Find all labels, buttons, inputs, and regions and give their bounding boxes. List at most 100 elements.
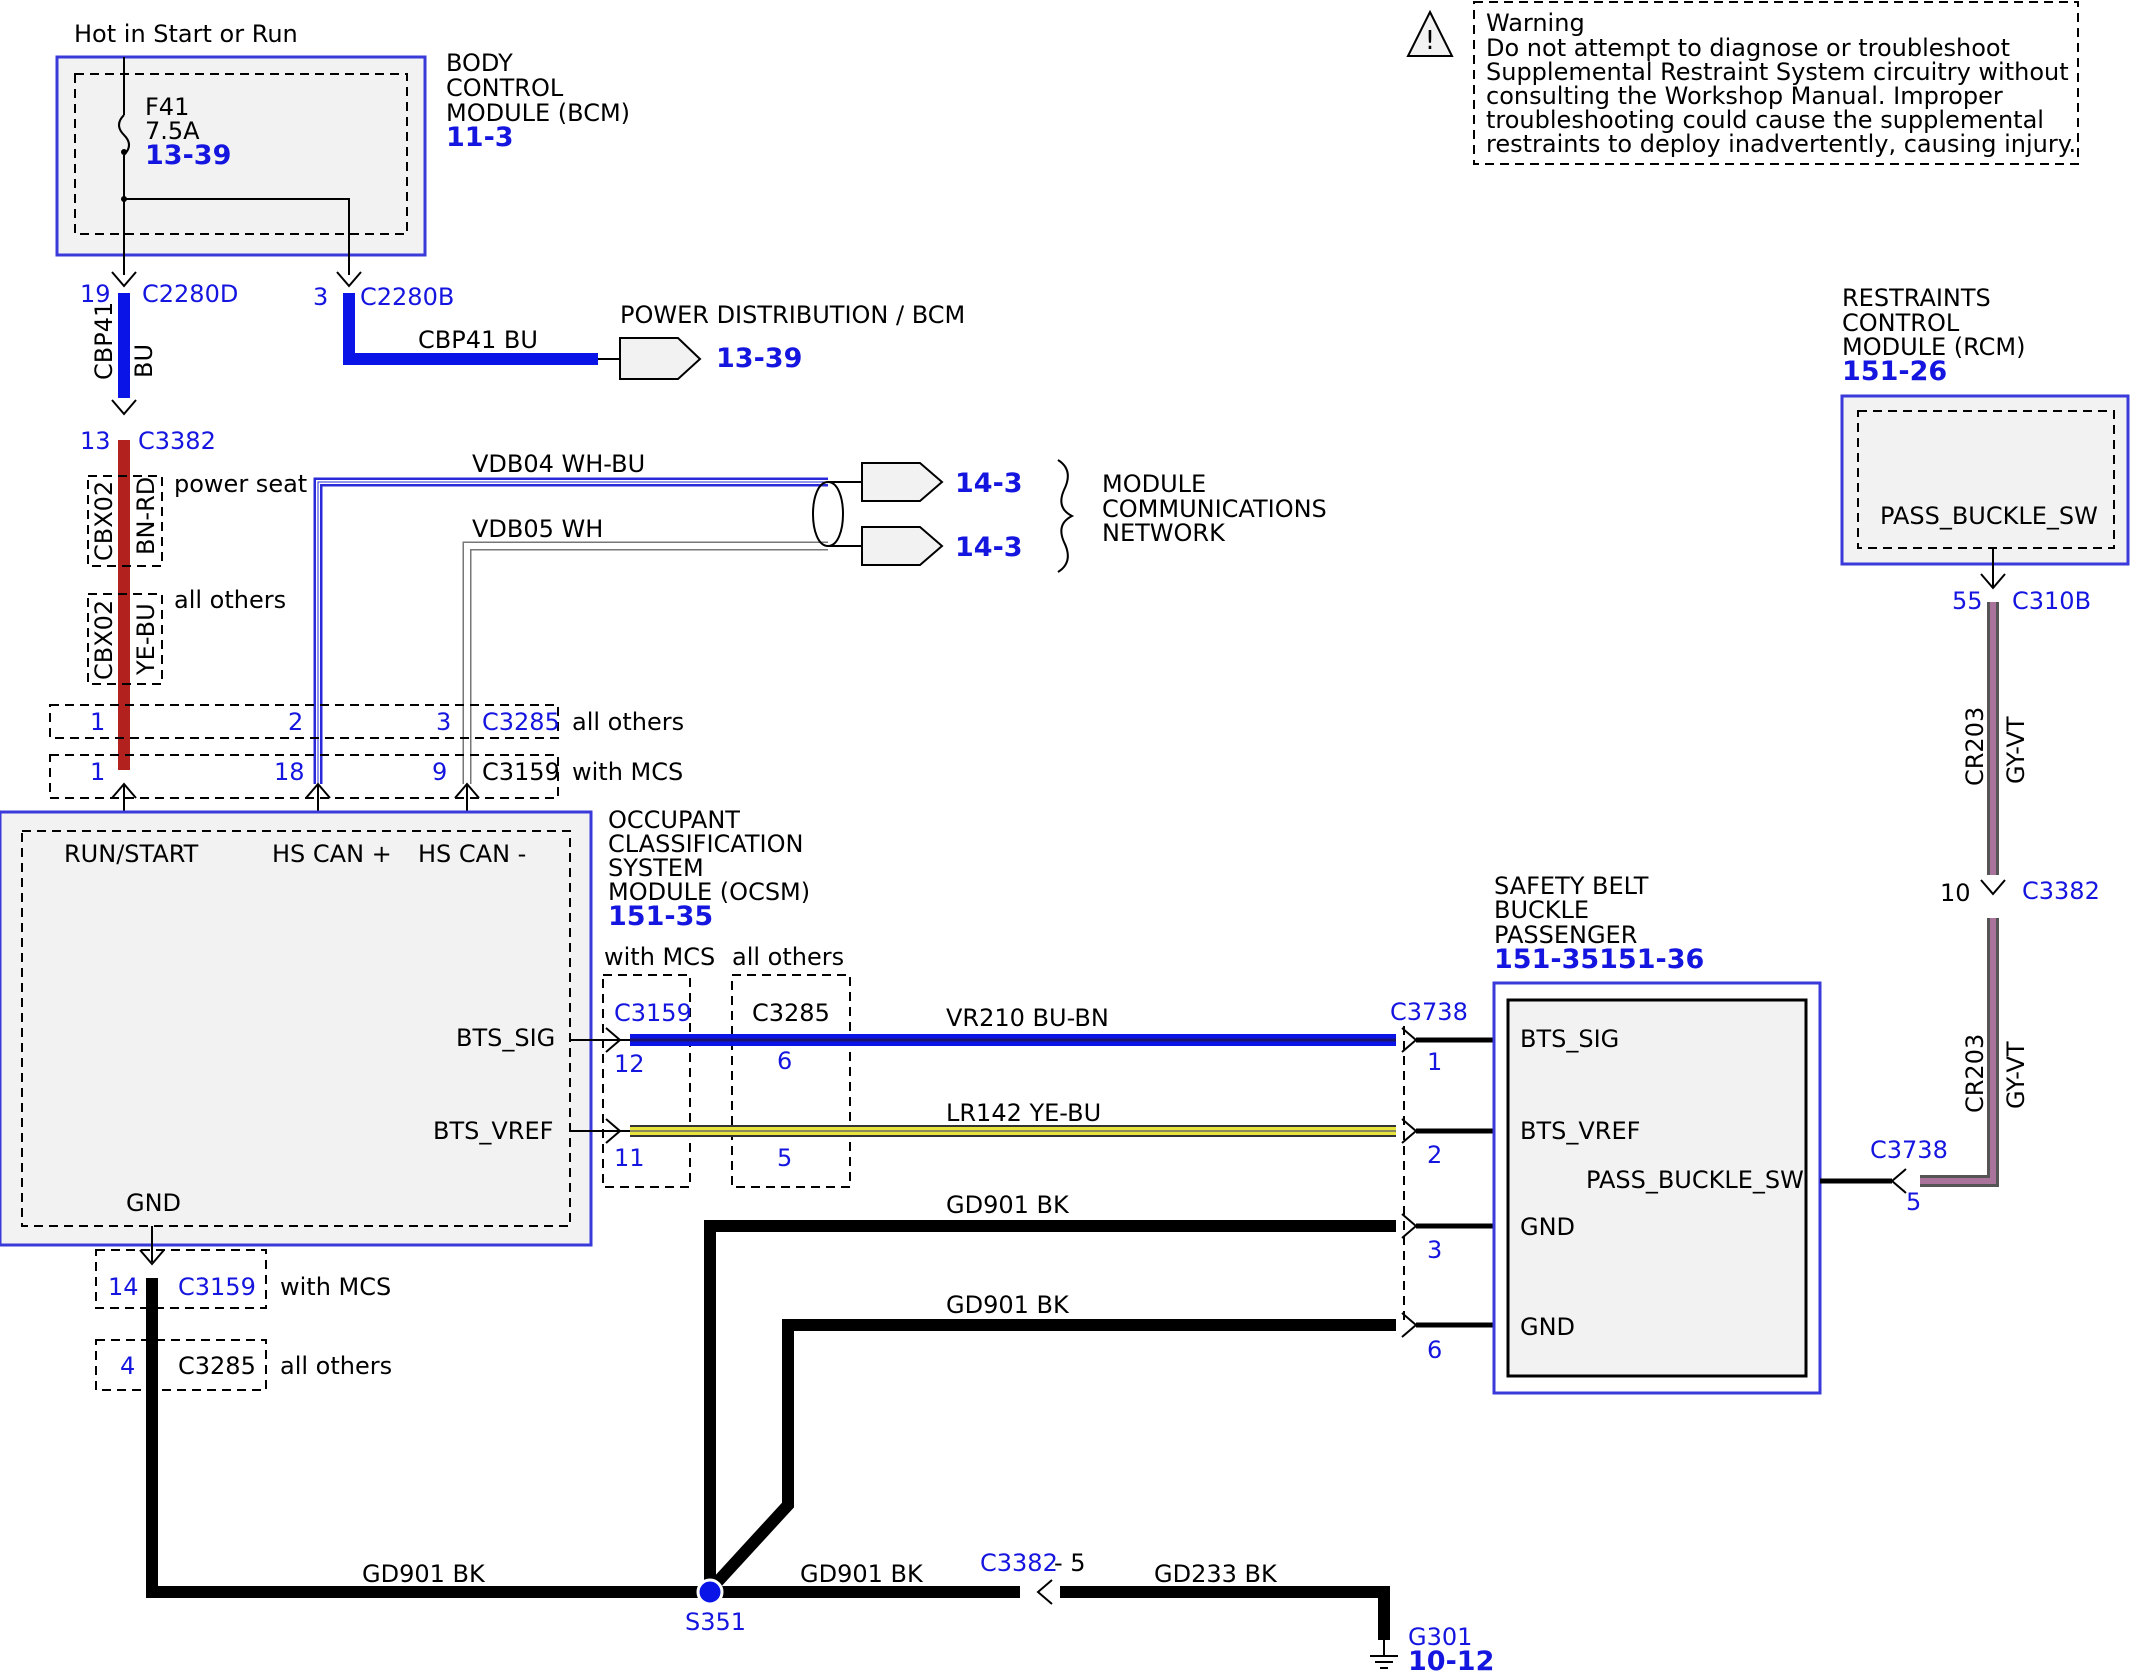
c3159-bottom-pin: 14 [108, 1273, 139, 1301]
c3382-bottom-name: C3382 [980, 1549, 1058, 1577]
bcm-inner-box [74, 73, 408, 235]
c2280d-pin: 19 [80, 280, 111, 308]
c3382-right-pin: 10 [1940, 879, 1971, 907]
ocsm-pin-bts-sig: BTS_SIG [456, 1024, 555, 1052]
ocsm-box [0, 810, 593, 1247]
mcn-line3: NETWORK [1102, 519, 1226, 547]
ocsm-pin-bts-vref: BTS_VREF [433, 1117, 553, 1145]
wire-gd901-a [704, 1220, 1396, 1590]
ocsm-title-2: CLASSIFICATION [608, 830, 803, 858]
mcn-line2: COMMUNICATIONS [1102, 495, 1327, 523]
lr142-label: LR142 YE-BU [946, 1099, 1101, 1127]
sbb-ref[interactable]: 151-35151-36 [1494, 944, 1704, 975]
cbx02-all-others-box [87, 593, 163, 685]
bcm-title-1: BODY [446, 49, 513, 77]
wire-vdb04-trace [317, 481, 828, 784]
warning-line-5: restraints to deploy inadvertently, caus… [1486, 130, 2076, 158]
c3738-pin-2: 2 [1427, 1141, 1442, 1169]
rcm-title-1: RESTRAINTS [1842, 284, 1991, 312]
mid-pin-11: 11 [614, 1144, 645, 1172]
sbb-inner-box [1506, 998, 1808, 1378]
c3738-right-name: C3738 [1870, 1136, 1948, 1164]
bcm-ref[interactable]: 11-3 [446, 122, 514, 153]
wire-gd901-b [705, 1319, 1396, 1595]
cbx02-power-seat-box [87, 475, 163, 567]
sbb-title-3: PASSENGER [1494, 921, 1637, 949]
ocsm-pin-gnd: GND [126, 1189, 181, 1217]
rcm-inner-box [1857, 410, 2115, 549]
wire-cr203-b-stripe [1920, 918, 1996, 1184]
c3159-top-note: with MCS [572, 758, 683, 786]
c3382-bottom-pin: - 5 [1054, 1549, 1086, 1577]
c3285-top-pin-2: 2 [288, 708, 303, 736]
connector-c2280b-icon [336, 271, 362, 288]
ocsm-pin-run: RUN/START [64, 840, 199, 868]
ocsm-ref[interactable]: 151-35 [608, 901, 713, 932]
g301-ref[interactable]: 10-12 [1408, 1646, 1494, 1674]
power-dist-ref[interactable]: 13-39 [716, 343, 802, 374]
mid-with-mcs: with MCS [604, 943, 715, 971]
fuse-rating: 7.5A [145, 117, 200, 145]
c3285-top-pin-3: 3 [436, 708, 451, 736]
power-source-label: Hot in Start or Run [74, 20, 298, 48]
sbb-title-1: SAFETY BELT [1494, 872, 1649, 900]
rcm-ref[interactable]: 151-26 [1842, 356, 1947, 387]
s351-label: S351 [685, 1608, 746, 1636]
c3738-right-pin: 5 [1906, 1188, 1921, 1216]
cr203-a-circuit: CR203 [1961, 707, 1989, 786]
power-dist-flag-icon [619, 337, 702, 380]
c3159-top-row [49, 754, 559, 799]
c2280b-name: C2280B [360, 283, 454, 311]
c310b-pin: 55 [1952, 587, 1983, 615]
cbp41-color: BU [130, 344, 158, 378]
cr203-b-color: GY-VT [2002, 1041, 2030, 1109]
ocsm-title-4: MODULE (OCSM) [608, 878, 810, 906]
connector-c310b-icon [1980, 573, 2006, 590]
cbx02-others-note: all others [174, 586, 286, 614]
warning-line-3: consulting the Workshop Manual. Improper [1486, 82, 2003, 110]
c3159-top-pin-9: 9 [432, 758, 447, 786]
wire-gd901-c [146, 1278, 710, 1598]
rcm-title-2: CONTROL [1842, 309, 1960, 337]
ocsm-pin-hs-minus: HS CAN - [418, 840, 526, 868]
sbb-pin-gnd2: GND [1520, 1313, 1575, 1341]
c3285-top-note: all others [572, 708, 684, 736]
sbb-pin-pass: PASS_BUCKLE_SW [1586, 1166, 1804, 1194]
vdb04-flag-icon [861, 462, 944, 502]
connector-c2280d-icon [111, 271, 137, 288]
bts-vref-arrow-icon [605, 1118, 622, 1144]
c2280d-name: C2280D [142, 280, 238, 308]
gd901-a-label: GD901 BK [946, 1191, 1070, 1219]
c3285-top-row [49, 704, 559, 739]
power-dist-label: POWER DISTRIBUTION / BCM [620, 301, 965, 329]
splice-dot-icon[interactable] [696, 1578, 724, 1606]
ground-icon [1370, 1640, 1398, 1669]
c3285-bottom-pin: 4 [120, 1352, 135, 1380]
warning-title: Warning [1486, 9, 1585, 37]
rcm-module [1840, 394, 2130, 566]
network-brace-icon [1057, 459, 1075, 573]
c3285-bottom-name: C3285 [178, 1352, 256, 1380]
c3382-top-pin: 13 [80, 427, 111, 455]
c3159-bottom-box [95, 1249, 267, 1309]
cbx02-others-color: YE-BU [132, 603, 160, 676]
c3738-pin-3: 3 [1427, 1236, 1442, 1264]
connector-c3159-bottom-icon [139, 1249, 165, 1266]
cbp41-circuit: CBP41 [90, 302, 118, 380]
vdb05-label: VDB05 WH [472, 515, 603, 543]
mcn-line1: MODULE [1102, 470, 1206, 498]
vdb04-ref[interactable]: 14-3 [955, 468, 1023, 499]
c2280b-pin: 3 [313, 283, 328, 311]
connector-c3382-right-icon [1980, 879, 2006, 896]
vdb05-ref[interactable]: 14-3 [955, 532, 1023, 563]
cbx02-power-color: BN-RD [132, 477, 160, 555]
c3159-top-pin-1: 1 [90, 758, 105, 786]
fuse-ref[interactable]: 13-39 [145, 140, 231, 171]
bcm-box [55, 55, 427, 257]
ocsm-title-1: OCCUPANT [608, 806, 740, 834]
c3159-top-pin-18: 18 [274, 758, 305, 786]
cbx02-power-note: power seat [174, 470, 307, 498]
c3738-pin-1: 1 [1427, 1048, 1442, 1076]
c3285-bottom-box [95, 1339, 267, 1391]
